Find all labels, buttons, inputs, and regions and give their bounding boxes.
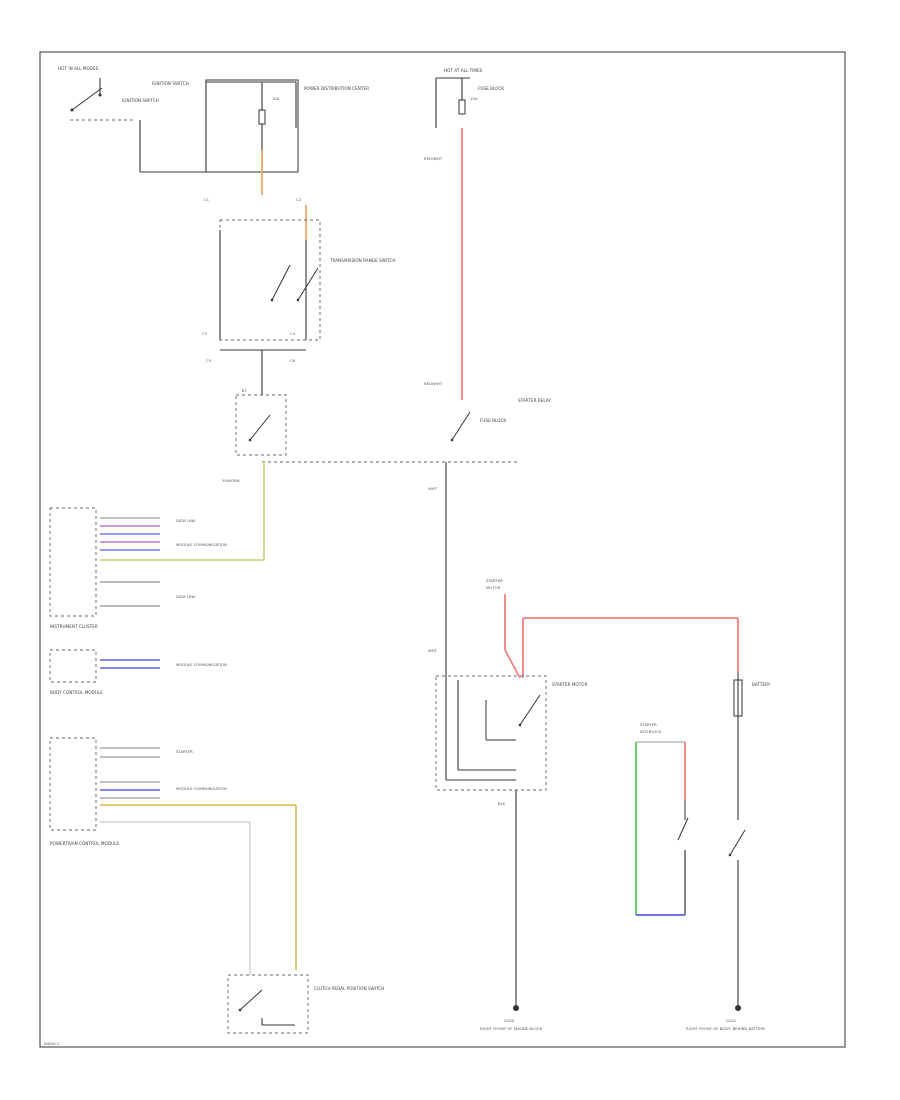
svg-text:CLUTCH PEDAL POSITION SWITCH: CLUTCH PEDAL POSITION SWITCH — [314, 986, 384, 991]
interlock-loop: STARTER INTERLOCK — [635, 722, 689, 916]
svg-text:POWERTRAIN CONTROL MODULE: POWERTRAIN CONTROL MODULE — [50, 841, 119, 846]
svg-text:RIGHT FRONT OF BODY, BEHIND BA: RIGHT FRONT OF BODY, BEHIND BATTERY — [686, 1026, 766, 1031]
svg-text:DATA LINK: DATA LINK — [176, 594, 196, 599]
svg-text:C1: C1 — [204, 197, 210, 202]
svg-text:C6: C6 — [290, 358, 296, 363]
svg-text:MOTOR: MOTOR — [486, 585, 501, 590]
svg-text:FUSE BLOCK: FUSE BLOCK — [478, 86, 504, 91]
svg-text:WHT: WHT — [428, 486, 438, 491]
svg-text:DATA LINK: DATA LINK — [176, 518, 196, 523]
svg-text:HOT IN ALL MODES: HOT IN ALL MODES — [58, 66, 99, 71]
svg-text:C3: C3 — [202, 331, 208, 336]
svg-text:HOT AT ALL TIMES: HOT AT ALL TIMES — [444, 68, 483, 73]
svg-text:BLK: BLK — [498, 801, 506, 806]
svg-text:BODY CONTROL MODULE: BODY CONTROL MODULE — [50, 690, 103, 695]
instrument-cluster-connector: DATA LINK MODULE COMMUNICATION DATA LINK… — [49, 507, 227, 629]
ground-left: G100 RIGHT FRONT OF ENGINE BLOCK — [480, 1005, 543, 1031]
svg-text:MODULE COMMUNICATION: MODULE COMMUNICATION — [176, 542, 227, 547]
svg-text:15A: 15A — [470, 96, 478, 101]
svg-text:STARTER: STARTER — [176, 749, 193, 754]
svg-text:INSTRUMENT CLUSTER: INSTRUMENT CLUSTER — [50, 624, 98, 629]
svg-text:STARTER: STARTER — [640, 722, 657, 727]
svg-text:87: 87 — [242, 388, 247, 393]
svg-text:TRANSMISSION RANGE SWITCH: TRANSMISSION RANGE SWITCH — [329, 258, 396, 263]
svg-text:FUSE BLOCK: FUSE BLOCK — [480, 418, 506, 423]
svg-text:BATTERY: BATTERY — [752, 682, 771, 687]
svg-text:IGNITION SWITCH: IGNITION SWITCH — [122, 98, 159, 103]
ground-right: G101 RIGHT FRONT OF BODY, BEHIND BATTERY — [686, 1005, 766, 1031]
svg-text:MODULE COMMUNICATION: MODULE COMMUNICATION — [176, 786, 227, 791]
svg-text:MODULE COMMUNICATION: MODULE COMMUNICATION — [176, 662, 227, 667]
svg-text:C5: C5 — [206, 358, 212, 363]
ignition-switch: HOT IN ALL MODES IGNITION SWITCH IGNITIO… — [58, 66, 297, 173]
clutch-pedal-switch: CLUTCH PEDAL POSITION SWITCH — [227, 974, 384, 1034]
power-distribution-center: POWER DISTRIBUTION CENTER 10A — [205, 79, 369, 173]
battery: BATTERY — [728, 672, 771, 1005]
svg-text:C4: C4 — [290, 331, 296, 336]
starter-relay-right: STARTER RELAY FUSE BLOCK — [450, 398, 551, 442]
svg-text:WHT: WHT — [428, 648, 438, 653]
svg-text:10A: 10A — [272, 96, 280, 101]
svg-text:G101: G101 — [726, 1018, 737, 1023]
svg-text:STARTER: STARTER — [486, 578, 503, 583]
svg-text:RED/WHT: RED/WHT — [424, 381, 443, 386]
diagram-frame — [39, 51, 846, 1048]
svg-text:STARTER MOTOR: STARTER MOTOR — [552, 682, 588, 687]
svg-text:STARTER RELAY: STARTER RELAY — [518, 398, 551, 403]
svg-text:YLW/GRN: YLW/GRN — [222, 478, 240, 483]
svg-text:C2: C2 — [296, 197, 302, 202]
svg-text:RIGHT FRONT OF ENGINE BLOCK: RIGHT FRONT OF ENGINE BLOCK — [480, 1026, 543, 1031]
transmission-range-switch: TRANSMISSION RANGE SWITCH C3 C4 C5 C6 — [202, 219, 396, 363]
svg-text:RED/WHT: RED/WHT — [424, 156, 443, 161]
svg-text:IGNITION SWITCH: IGNITION SWITCH — [152, 81, 189, 86]
powertrain-control-module-connector: STARTER MODULE COMMUNICATION POWERTRAIN … — [49, 737, 297, 975]
starter-motor: STARTER MOTOR STARTER MOTOR BLK — [435, 578, 739, 1005]
body-control-module-connector: MODULE COMMUNICATION BODY CONTROL MODULE — [49, 649, 227, 695]
starter-relay-left: 87 — [235, 388, 287, 456]
footer-code: WD00-1 — [44, 1041, 60, 1046]
svg-text:INTERLOCK: INTERLOCK — [640, 729, 662, 734]
svg-text:G100: G100 — [504, 1018, 515, 1023]
hot-at-all-times-fuse: HOT AT ALL TIMES FUSE BLOCK 15A — [435, 68, 504, 128]
svg-text:POWER DISTRIBUTION CENTER: POWER DISTRIBUTION CENTER — [304, 86, 369, 91]
